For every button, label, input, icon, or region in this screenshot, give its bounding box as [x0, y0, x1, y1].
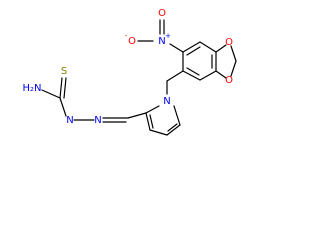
bond-nh-to-cs: [59, 97, 67, 117]
bond-pyr-n-c2: [145, 105, 160, 114]
bond-ring-to-ch2: [166, 70, 184, 82]
dioxole-ring: [215, 44, 237, 79]
bond-c2-to-ch: [127, 112, 147, 119]
bond-pyr-double-a: [149, 114, 154, 129]
atom-dioxole-o-bottom: O: [225, 75, 233, 86]
pyrrole-ring: [145, 105, 181, 136]
atom-dioxole-o-top: O: [225, 37, 233, 48]
bond-pyr-double-b: [167, 123, 178, 132]
molecule-structure-diagram: N + O - O O O N N N H₂N S: [22, 8, 237, 136]
bond-benz-1: [182, 41, 201, 53]
bond-ring-to-nitro: [169, 43, 184, 53]
bond-cs-to-s-a: [59, 77, 63, 99]
bond-pyr-c4-c5: [166, 124, 181, 136]
bond-benz-double-c: [186, 67, 200, 76]
bond-dioxole-bottom-ch2: [230, 60, 237, 77]
bond-dioxole-bottom: [215, 70, 227, 79]
atom-hydrazone-n2: N: [66, 115, 73, 126]
atom-amine-h2n: H₂N: [22, 83, 41, 94]
methylene-linker: [166, 70, 184, 95]
bond-dioxole-top: [215, 44, 227, 53]
atom-hydrazone-n1: N: [94, 115, 101, 126]
atom-pyrrole-n: N: [163, 96, 170, 107]
benzene-ring: [182, 41, 217, 81]
bond-benz-double-a: [186, 46, 201, 56]
atom-nitro-n: N: [158, 36, 165, 47]
atom-nitro-o-double: O: [158, 8, 166, 19]
nitro-group: [137, 19, 184, 53]
bond-pyr-c3-c4: [149, 129, 168, 136]
bond-pyr-c2-c3: [145, 112, 151, 131]
atom-thione-s: S: [61, 66, 67, 77]
bond-cs-to-s-b: [63, 77, 67, 99]
bond-dioxole-top-ch2: [230, 45, 237, 62]
thiosemicarbazone-chain: [41, 77, 147, 123]
bond-cs-to-nh2: [41, 89, 61, 99]
bond-benz-4: [199, 70, 217, 81]
bond-benz-5: [182, 70, 201, 81]
bond-benz-2: [199, 41, 217, 53]
atom-nitro-o-minus: O: [128, 36, 136, 47]
bond-pyr-c5-n: [173, 105, 181, 126]
atom-nitro-minus: -: [125, 32, 128, 40]
atom-nitro-plus: +: [165, 32, 171, 40]
